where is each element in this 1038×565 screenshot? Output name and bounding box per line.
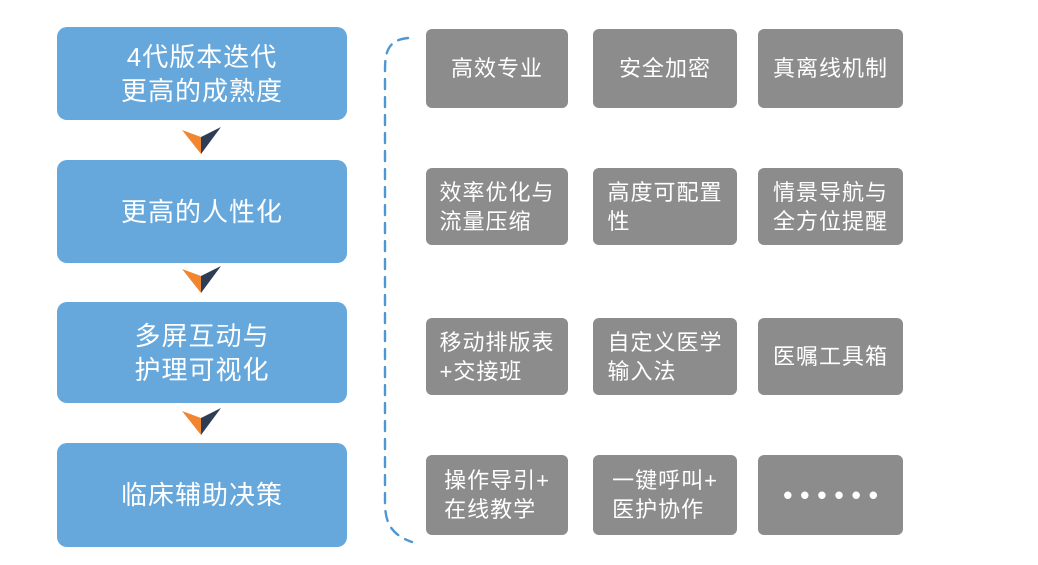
down-arrow-icon [182,408,221,435]
feature-box: 安全加密 [593,29,737,108]
stage-box-humanization: 更高的人性化 [57,160,347,263]
feature-label: 高度可配置 性 [607,179,723,234]
feature-box: 一键呼叫+ 医护协作 [593,455,737,535]
feature-box: 高度可配置 性 [593,168,737,245]
feature-label-ellipsis: •••••• [783,479,886,510]
stage-box-multiscreen: 多屏互动与 护理可视化 [57,302,347,403]
feature-label: 效率优化与 流量压缩 [439,179,555,234]
feature-box: 效率优化与 流量压缩 [426,168,568,245]
feature-box: 高效专业 [426,29,568,108]
stage-box-clinical-decision: 临床辅助决策 [57,443,347,547]
feature-label: 一键呼叫+ 医护协作 [612,468,718,522]
feature-box: 真离线机制 [758,29,903,108]
feature-label: 高效专业 [450,56,543,81]
stage-label: 多屏互动与 护理可视化 [134,320,270,385]
down-arrow-icon [182,266,221,293]
feature-box: 情景导航与 全方位提醒 [758,168,903,245]
feature-label: 自定义医学 输入法 [607,329,723,384]
feature-label: 医嘱工具箱 [772,344,888,369]
stage-label: 临床辅助决策 [120,480,283,510]
feature-label: 操作导引+ 在线教学 [444,468,550,522]
feature-box: •••••• [758,455,903,535]
feature-box: 操作导引+ 在线教学 [426,455,568,535]
feature-label: 真离线机制 [772,56,888,81]
dashed-brace-connector [383,36,414,544]
feature-label: 移动排版表 +交接班 [439,329,555,384]
feature-box: 移动排版表 +交接班 [426,318,568,395]
stage-box-version-iteration: 4代版本迭代 更高的成熟度 [57,27,347,120]
down-arrow-icon [182,127,221,154]
stage-label: 更高的人性化 [120,196,283,227]
feature-label: 安全加密 [618,56,711,81]
feature-box: 自定义医学 输入法 [593,318,737,395]
stage-label: 4代版本迭代 更高的成熟度 [120,41,283,106]
feature-box: 医嘱工具箱 [758,318,903,395]
feature-label: 情景导航与 全方位提醒 [772,179,888,234]
